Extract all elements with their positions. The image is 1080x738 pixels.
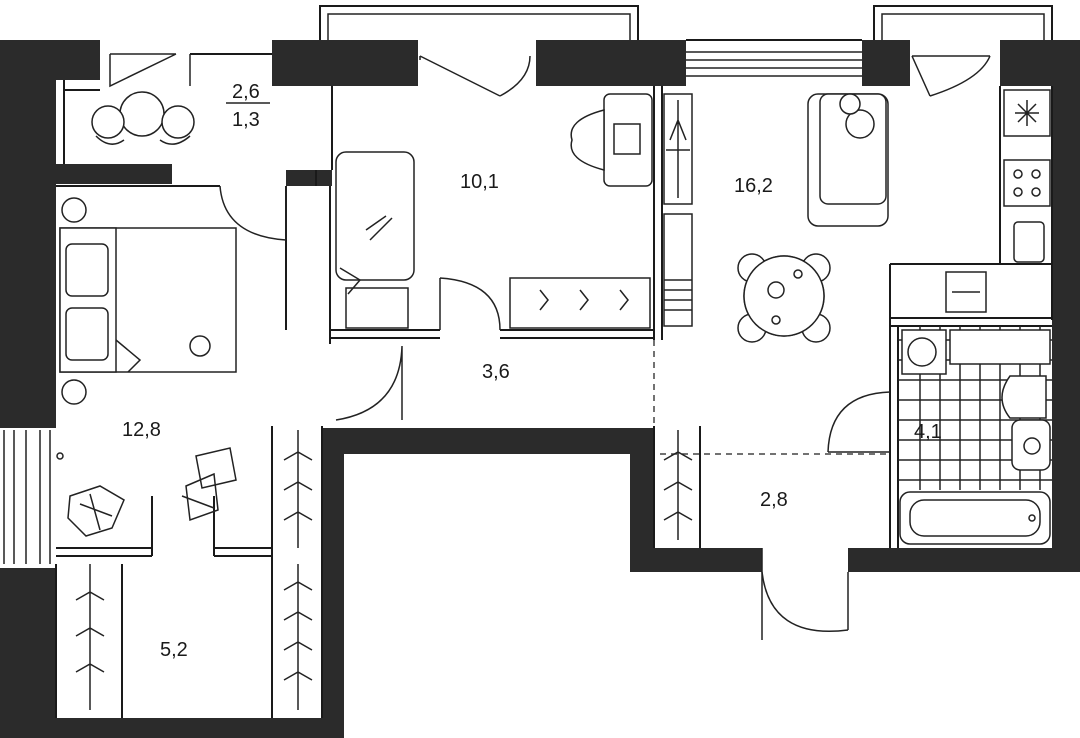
walls bbox=[0, 40, 1080, 738]
doors bbox=[109, 53, 991, 640]
kitchen-furniture bbox=[945, 89, 1051, 313]
living-kitchen-area: 16,2 bbox=[734, 175, 773, 197]
closet-hangers bbox=[75, 430, 693, 710]
wardrobe-area: 5,2 bbox=[160, 639, 188, 661]
bedroom-furniture bbox=[56, 197, 237, 537]
chair-icon bbox=[185, 447, 237, 522]
balcony-total-area: 2,6 bbox=[232, 81, 260, 103]
room-labels: 2,6 1,3 10,1 16,2 3,6 12,8 4,1 2,8 5,2 bbox=[122, 81, 942, 661]
partitions bbox=[55, 53, 1053, 718]
zone-dividers bbox=[653, 340, 890, 455]
living-furniture bbox=[737, 93, 889, 343]
study-furniture bbox=[335, 93, 693, 329]
plant-icon bbox=[67, 485, 125, 537]
bedroom-area: 12,8 bbox=[122, 419, 161, 441]
bathroom-area: 4,1 bbox=[914, 421, 942, 443]
corridor-area: 3,6 bbox=[482, 361, 510, 383]
entrance-hall-area: 2,8 bbox=[760, 489, 788, 511]
balcony-effective-area: 1,3 bbox=[232, 109, 260, 131]
balcony-table-icon bbox=[91, 91, 195, 145]
study-area: 10,1 bbox=[460, 171, 499, 193]
bathroom-tiles bbox=[898, 326, 1052, 545]
windows bbox=[3, 5, 1053, 564]
